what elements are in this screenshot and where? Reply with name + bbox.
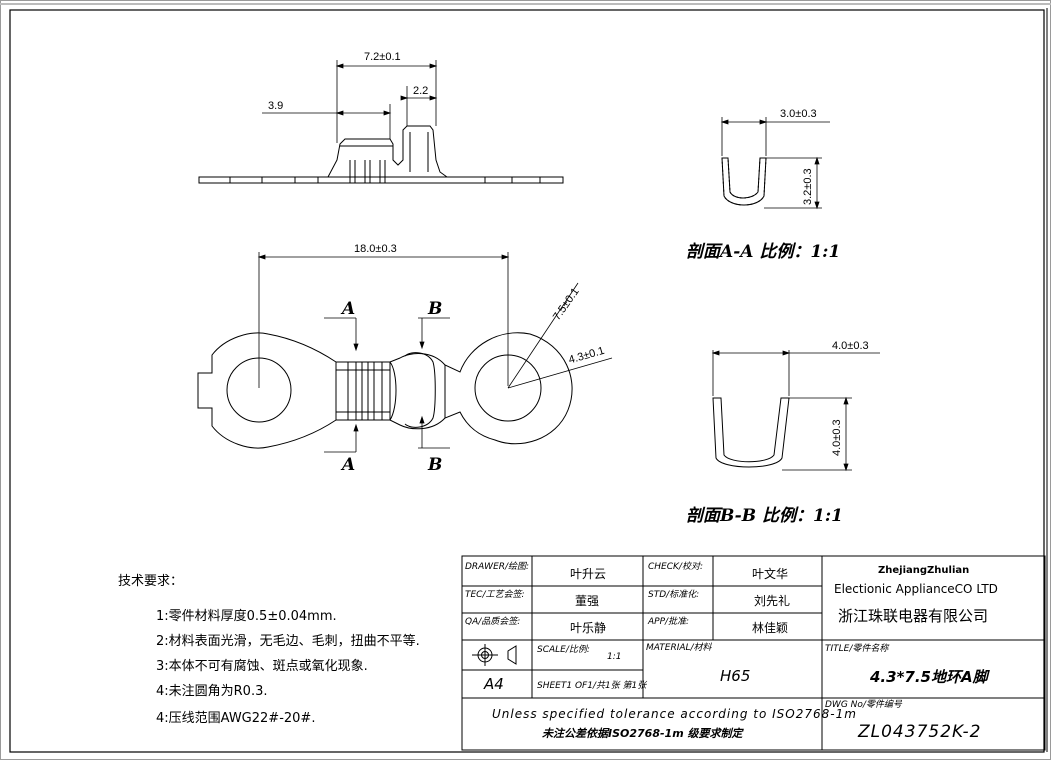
tb-paper: A4 (483, 675, 504, 693)
tb-app-label: APP/批准: (647, 616, 689, 627)
dim-bb-height: 4.0±0.3 (831, 419, 843, 456)
dim-top-left: 3.9 (268, 100, 283, 112)
note-1: 1:零件材料厚度0.5±0.04mm. (156, 608, 337, 624)
tb-company-en-1: ZhejiangZhulian (878, 565, 969, 576)
dim-top-right: 2.2 (413, 85, 428, 97)
crimp-barrel (335, 361, 391, 421)
sheet-frame (9, 9, 1045, 753)
plan-view-dims (257, 252, 613, 453)
crimp-profile (327, 125, 448, 178)
title-block-text: DRAWER/绘图: 叶升云 CHECK/校对: 叶文华 TEC/工艺会签: 董… (465, 561, 998, 742)
tb-scale: 1:1 (607, 652, 621, 662)
tb-company-en-2: Electionic ApplianceCO LTD (834, 582, 998, 596)
tb-tec: 董强 (575, 594, 599, 608)
tb-app: 林佳颖 (752, 621, 788, 635)
marker-b-top: B (427, 299, 442, 319)
tb-title: 4.3*7.5地环A脚 (869, 668, 991, 686)
tb-check-label: CHECK/校对: (648, 561, 703, 572)
section-bb-label: 剖面B-B 比例：1:1 (686, 506, 843, 526)
dim-ring-id: 4.3±0.1 (567, 345, 606, 367)
side-view-dims (262, 60, 438, 143)
tb-material-label: MATERIAL/材料 (646, 642, 713, 653)
tb-tolerance-cn: 未注公差依据ISO2768-1m 级要求制定 (542, 727, 744, 740)
dim-aa-height: 3.2±0.3 (802, 168, 814, 205)
side-view (198, 125, 564, 184)
note-4: 4:未注圆角为R0.3. (156, 684, 268, 699)
tb-tec-label: TEC/工艺会签: (465, 589, 525, 600)
dim-length: 18.0±0.3 (354, 243, 397, 255)
dim-bb-width: 4.0±0.3 (832, 340, 869, 352)
note-2: 2:材料表面光滑，无毛边、毛刺，扭曲不平等. (156, 633, 420, 649)
section-aa-dims (720, 117, 830, 210)
tb-check: 叶文华 (752, 566, 788, 581)
base-plate (198, 176, 564, 184)
tb-scale-label: SCALE/比例: (537, 644, 590, 655)
tb-dwg: ZL043752K-2 (857, 722, 981, 742)
tb-std: 刘先礼 (754, 593, 790, 608)
tb-dwg-label: DWG No/零件编号 (825, 699, 903, 710)
note-3: 3:本体不可有腐蚀、斑点或氧化现象. (156, 659, 368, 674)
notes-title: 技术要求： (118, 574, 183, 589)
note-5: 4:压线范围AWG22#-20#. (156, 711, 315, 726)
marker-b-bottom: B (427, 455, 442, 475)
dim-ring-od: 7.5±0.1 (551, 286, 582, 323)
tb-qa: 叶乐静 (570, 621, 606, 635)
tb-material: H65 (720, 667, 750, 685)
section-bb-dims (711, 350, 880, 472)
section-aa (721, 157, 767, 206)
terminal-outline (197, 332, 573, 449)
marker-a-bottom: A (340, 455, 355, 475)
section-bb (712, 397, 790, 468)
plan-view (197, 332, 573, 449)
dim-top-width: 7.2±0.1 (364, 51, 401, 63)
tb-drawer: 叶升云 (570, 567, 606, 581)
title-block (461, 555, 1046, 751)
marker-a-top: A (340, 299, 355, 319)
tb-tolerance-en: Unless specified tolerance according to … (492, 707, 857, 721)
tb-qa-label: QA/品质会签: (465, 616, 520, 627)
section-aa-label: 剖面A-A 比例：1:1 (686, 242, 840, 262)
tb-std-label: STD/标准化: (648, 589, 699, 600)
tb-sheet: SHEET1 OF1/共1张 第1张 (537, 680, 648, 691)
tb-title-label: TITLE/零件名称 (825, 643, 890, 654)
tb-drawer-label: DRAWER/绘图: (465, 561, 529, 572)
tb-company-cn: 浙江珠联电器有限公司 (838, 607, 988, 625)
dim-aa-width: 3.0±0.3 (780, 108, 817, 120)
